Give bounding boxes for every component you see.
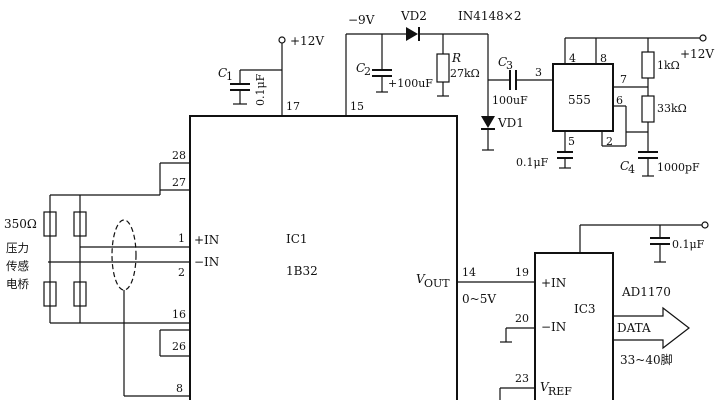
shield-ellipse xyxy=(111,219,137,291)
bridge-label-1: 压力 xyxy=(6,241,29,255)
pin-26: 26 xyxy=(172,340,186,353)
ic1-block xyxy=(189,115,458,400)
pin-2: 2 xyxy=(178,266,185,279)
bridge-label-2: 传感 xyxy=(6,259,29,273)
c2-value: +100uF xyxy=(388,77,433,90)
timer-network: 4 8 +12V 1kΩ 7 33kΩ 6 2 C 4 1000pF 5 xyxy=(516,34,714,177)
vd1-diode xyxy=(481,116,495,128)
data-output-arrow xyxy=(612,306,690,350)
supply-terminal-ic3 xyxy=(701,221,709,229)
resistor-33k xyxy=(641,95,655,123)
c2-sub: 2 xyxy=(364,65,371,78)
timer-pin-5: 5 xyxy=(568,135,575,148)
c3-vd1-branch: C 3 100uF 3 VD1 xyxy=(481,34,553,151)
c4-ref: C xyxy=(620,159,629,173)
timer-555-name: 555 xyxy=(568,93,591,107)
ic3-supply: 0.1μF xyxy=(579,221,709,263)
c1-value: 0.1μF xyxy=(254,73,267,106)
r-value: 27kΩ xyxy=(450,67,480,80)
bridge-resistor-2 xyxy=(73,211,87,237)
vd2-ref: VD2 xyxy=(400,9,427,23)
pin-15: 15 xyxy=(350,100,364,113)
data-label: DATA xyxy=(617,321,651,335)
c2-ref: C xyxy=(356,61,365,75)
ic1-name: IC1 xyxy=(286,232,308,246)
pin-20: 20 xyxy=(515,312,529,325)
c1-sub: 1 xyxy=(226,70,233,83)
supply-terminal-timer xyxy=(699,34,707,42)
pressure-sensor-bridge: 350Ω 压力 传感 电桥 xyxy=(4,195,87,323)
signal-path: 14 19 20 23 DATA xyxy=(457,266,690,400)
ic1-vout-sub: OUT xyxy=(424,277,450,290)
bridge-value: 350Ω xyxy=(4,217,37,231)
ic1-vout: V xyxy=(416,272,426,286)
timer-pin-3: 3 xyxy=(535,66,542,79)
ic1-part: 1B32 xyxy=(286,264,318,278)
ic3-name: IC3 xyxy=(574,302,596,316)
r1k-value: 1kΩ xyxy=(657,59,680,72)
vd1-ref: VD1 xyxy=(497,116,524,130)
vd2-diode xyxy=(406,27,418,41)
bridge-resistor-1 xyxy=(43,211,57,237)
c3-sub: 3 xyxy=(506,59,513,72)
ic3-in-pos: +IN xyxy=(541,276,566,290)
r33k-value: 33kΩ xyxy=(657,102,687,115)
supply-terminal-left xyxy=(278,36,286,44)
bridge-resistor-4 xyxy=(73,281,87,307)
supply-neg-label: −9V xyxy=(348,13,375,27)
pin-1: 1 xyxy=(178,232,185,245)
pin-19: 19 xyxy=(515,266,529,279)
c3-ref: C xyxy=(498,55,507,69)
pin-27: 27 xyxy=(172,176,186,189)
c6-value: 0.1μF xyxy=(672,238,705,251)
c5-value: 0.1μF xyxy=(516,156,549,169)
ic1-in-pos: +IN xyxy=(194,233,219,247)
ic3-in-neg: −IN xyxy=(541,320,566,334)
pin-14: 14 xyxy=(462,266,476,279)
r-ref: R xyxy=(451,51,461,65)
c1-supply-branch: +12V C 1 0.1μF 17 xyxy=(218,34,324,116)
c3-value: 100uF xyxy=(492,94,528,107)
resistor-r xyxy=(436,53,450,83)
diodes-part: IN4148×2 xyxy=(458,9,521,23)
c4-sub: 4 xyxy=(628,163,635,176)
pin-28: 28 xyxy=(172,149,186,162)
supply-right-label: +12V xyxy=(680,47,714,61)
supply-left-label: +12V xyxy=(290,34,324,48)
ic1-left-pins: 28 27 1 2 16 26 8 xyxy=(48,149,190,397)
pin-8: 8 xyxy=(176,382,183,395)
c4-value: 1000pF xyxy=(657,161,700,174)
timer-pin-7: 7 xyxy=(620,73,627,86)
pin-23: 23 xyxy=(515,372,529,385)
ic1-in-neg: −IN xyxy=(194,255,219,269)
resistor-1k xyxy=(641,51,655,79)
ic1-range: 0~5V xyxy=(462,292,496,306)
ic3-vref: V xyxy=(540,380,550,394)
ic3-pins: 33~40脚 xyxy=(620,352,673,367)
ic3-part: AD1170 xyxy=(621,285,671,299)
c1-ref: C xyxy=(218,66,227,80)
neg-supply-network: −9V VD2 IN4148×2 15 C 2 +100uF R 27kΩ xyxy=(345,9,521,116)
pin-17: 17 xyxy=(286,100,300,113)
bridge-label-3: 电桥 xyxy=(6,277,29,291)
timer-pin-2: 2 xyxy=(606,135,613,148)
pin-16: 16 xyxy=(172,308,186,321)
timer-555-block xyxy=(552,63,614,132)
bridge-resistor-3 xyxy=(43,281,57,307)
timer-pin-6: 6 xyxy=(616,94,623,107)
timer-pin-4: 4 xyxy=(569,52,576,65)
timer-pin-8: 8 xyxy=(600,52,607,65)
ic3-vref-sub: REF xyxy=(548,385,572,398)
